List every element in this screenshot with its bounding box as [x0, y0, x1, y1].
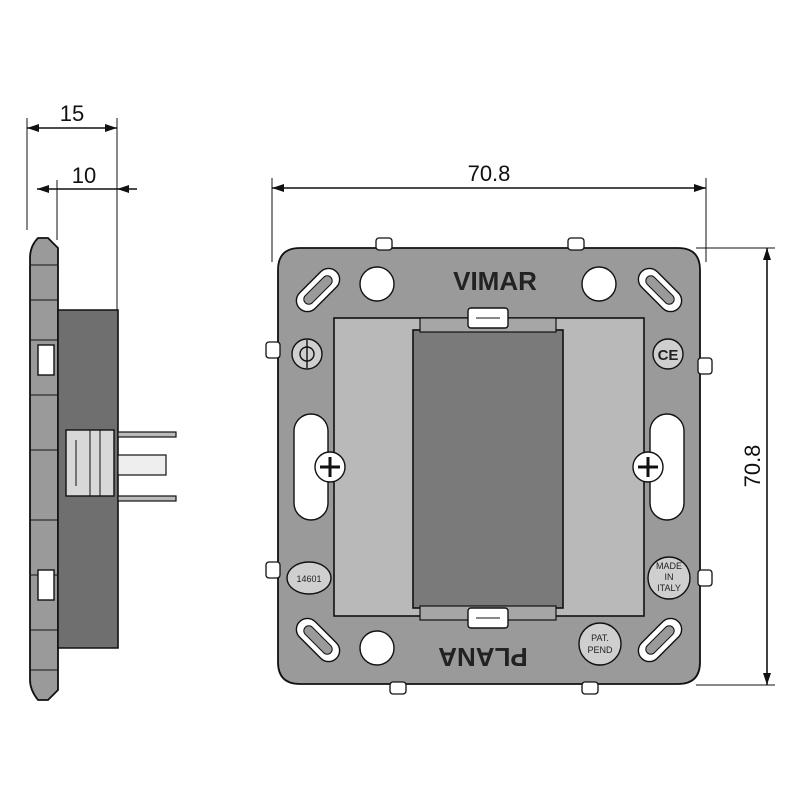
dimension-label-height: 70.8 [740, 445, 765, 488]
dimension-depth-15: 15 [26, 101, 118, 310]
part-number-badge: 14601 [286, 561, 332, 595]
series-label: PLANA [438, 642, 528, 672]
front-view: 70.8 70.8 [265, 161, 775, 695]
side-clip-top [37, 344, 55, 376]
dimension-label-10: 10 [72, 163, 96, 188]
dimension-label-15: 15 [60, 101, 84, 126]
patent-badge: PAT. PEND [578, 622, 622, 666]
patent-line-1: PAT. [591, 633, 609, 643]
imq-mark-icon [291, 338, 323, 370]
brand-label: VIMAR [453, 266, 537, 296]
ce-label: CE [658, 347, 679, 364]
patent-line-2: PEND [587, 645, 613, 655]
side-clip-bottom [37, 569, 55, 601]
dimension-depth-10: 10 [37, 163, 137, 240]
dimension-width: 70.8 [271, 161, 707, 262]
made-in-line-2: IN [665, 572, 674, 582]
corner-slots [295, 267, 683, 663]
module-insert [412, 307, 564, 629]
side-terminal-block [65, 429, 177, 502]
dimension-label-width: 70.8 [468, 161, 511, 186]
right-keyhole-slot [632, 413, 685, 521]
side-view: 15 10 [26, 101, 177, 701]
left-keyhole-slot [293, 413, 346, 521]
made-in-line-1: MADE [656, 561, 682, 571]
ce-mark: CE [652, 338, 684, 370]
dimension-height: 70.8 [696, 247, 775, 686]
side-plate-profile [29, 237, 59, 701]
part-number: 14601 [296, 574, 321, 584]
frame-tabs [265, 237, 713, 695]
made-in-line-3: ITALY [657, 583, 681, 593]
made-in-italy-badge: MADE IN ITALY [647, 556, 691, 600]
